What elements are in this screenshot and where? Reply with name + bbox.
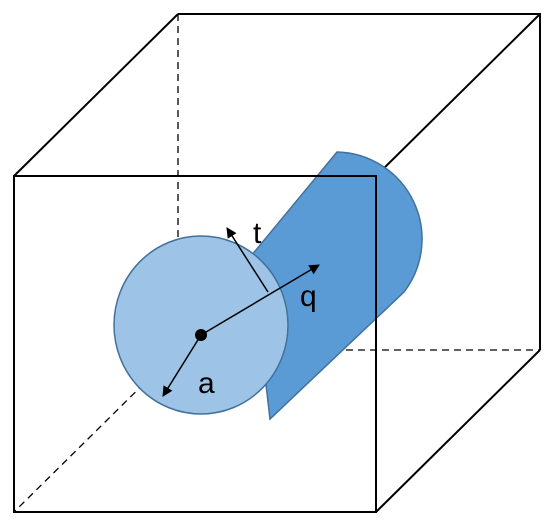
cylinder-front-face <box>113 235 289 415</box>
cylinder-body <box>250 151 423 421</box>
label-q: q <box>300 280 317 313</box>
label-a: a <box>198 367 215 400</box>
vectors <box>162 227 320 397</box>
cube-bottom-right-depth-edge <box>375 349 541 513</box>
label-t: t <box>253 217 262 250</box>
cube-back-edges <box>13 13 541 513</box>
cube-front-face <box>13 175 377 513</box>
vector-q-arrow <box>200 264 320 336</box>
vector-a-arrow <box>162 334 202 397</box>
vector-t-arrow <box>226 227 269 293</box>
cylinder <box>113 151 423 421</box>
cube-top-right-depth-edge <box>375 13 541 177</box>
cube-top-left-depth-edge <box>13 13 179 177</box>
vector-labels: t q a <box>198 217 317 400</box>
